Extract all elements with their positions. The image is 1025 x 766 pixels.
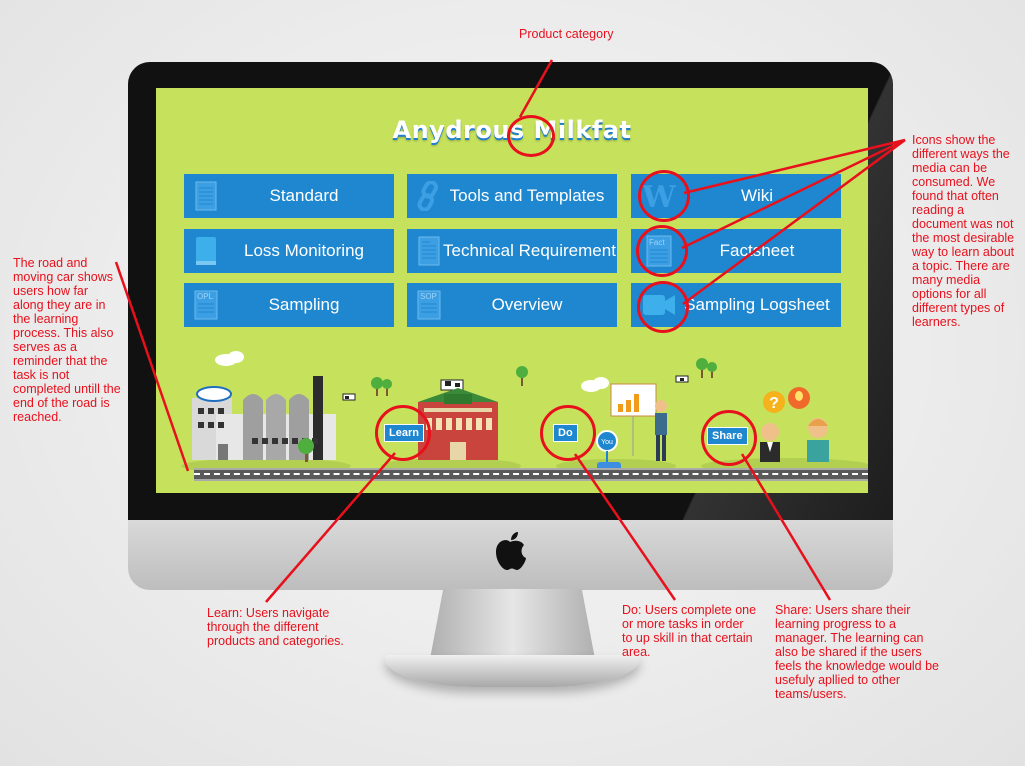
- annotation-line: Share: Users share their: [775, 603, 911, 617]
- annotation-line: end of the road is: [13, 396, 110, 410]
- annotation-line: Learn: Users navigate: [207, 606, 330, 620]
- document-lines-icon: [415, 233, 443, 269]
- annotation-line: Do: Users complete one: [622, 603, 757, 617]
- annotation-line: the learning: [13, 312, 79, 326]
- tile-sampling[interactable]: OPL Sampling: [184, 283, 394, 327]
- annotation-line: through the different: [207, 620, 319, 634]
- presenter-chart-icon: You: [596, 383, 667, 462]
- tile-label: Standard: [269, 186, 339, 205]
- annotation-line: way to learn about: [912, 245, 1015, 259]
- annotation-line: feels the knowledge would be: [775, 659, 940, 673]
- annotation-line: media can be: [912, 161, 988, 175]
- annotation-line: also be shared if the users: [775, 645, 922, 659]
- annotation-circle-learn: [375, 405, 431, 461]
- annotation-line: The road and: [13, 256, 88, 270]
- annotation-line: products and categories.: [207, 634, 344, 648]
- annotation-line: found that often: [912, 189, 999, 203]
- apple-logo-icon: [496, 532, 526, 570]
- sop-document-icon: SOP: [415, 287, 443, 323]
- annotation-line: different ways the: [912, 147, 1010, 161]
- tile-label: Tools and Templates: [449, 186, 605, 205]
- annotation-line: or more tasks in order: [622, 617, 744, 631]
- book-icon: [192, 233, 220, 269]
- annotation-circle-video-icon: [637, 281, 689, 333]
- tile-label: Sampling: [268, 295, 340, 314]
- svg-text:?: ?: [769, 395, 779, 412]
- tile-technical-requirement[interactable]: Technical Requirement: [407, 229, 617, 273]
- annotation-line: document was not: [912, 217, 1014, 231]
- tile-label: Overview: [491, 295, 563, 314]
- annotation-line: teams/users.: [775, 687, 847, 701]
- link-icon: [415, 178, 443, 214]
- annotation-line: reminder that the: [13, 354, 108, 368]
- annotation-line: the most desirable: [912, 231, 1015, 245]
- annotation-line: serves as a: [13, 340, 77, 354]
- annotation-circle-factsheet-icon: [636, 225, 688, 277]
- svg-text:You: You: [601, 439, 613, 446]
- annotation-line: moving car shows: [13, 270, 114, 284]
- annotation-line: consumed. We: [912, 175, 996, 189]
- cloud-icon: [215, 351, 609, 392]
- learning-progress-road: [194, 468, 868, 481]
- annotation-line: learners.: [912, 315, 961, 329]
- annotation-circle-wiki-icon: [638, 170, 690, 222]
- cow-icon: [342, 375, 689, 401]
- tile-label: Sampling Logsheet: [684, 295, 830, 314]
- tile-label: Loss Monitoring: [243, 241, 364, 260]
- annotation-line: users how far: [13, 284, 89, 298]
- monitor-chin: [128, 520, 893, 590]
- annotation-product-category: Product category: [519, 27, 614, 41]
- annotation-line: task is not: [13, 368, 70, 382]
- annotation-line: options for all: [912, 287, 987, 301]
- annotation-line: usefuly apllied to other: [775, 673, 901, 687]
- annotation-line: to up skill in that certain: [622, 631, 753, 645]
- annotation-line: manager. The learning can: [775, 631, 924, 645]
- people-share-icon: ?: [760, 387, 829, 462]
- tree-icon: [298, 358, 717, 462]
- annotation-line: area.: [622, 645, 651, 659]
- tile-label: Wiki: [740, 186, 774, 205]
- opl-document-icon: OPL: [192, 287, 220, 323]
- annotation-line: a topic. There are: [912, 259, 1010, 273]
- document-icon: [192, 178, 220, 214]
- tile-loss-monitoring[interactable]: Loss Monitoring: [184, 229, 394, 273]
- factory-icon: [192, 376, 336, 460]
- svg-text:OPL: OPL: [197, 292, 214, 301]
- annotation-line: Icons show the: [912, 133, 996, 147]
- annotation-circle-title: [507, 115, 555, 157]
- annotation-line: process. This also: [13, 326, 114, 340]
- annotation-line: reading a: [912, 203, 965, 217]
- annotation-circle-do: [540, 405, 596, 461]
- tile-label: Technical Requirement: [443, 241, 616, 260]
- annotation-line: completed untill the: [13, 382, 121, 396]
- annotation-line: reached.: [13, 410, 62, 424]
- svg-text:SOP: SOP: [420, 292, 437, 301]
- monitor-stand-foot: [385, 655, 640, 687]
- tile-standard[interactable]: Standard: [184, 174, 394, 218]
- annotation-line: many media: [912, 273, 981, 287]
- annotation-circle-share: [701, 410, 757, 466]
- tile-tools-and-templates[interactable]: Tools and Templates: [407, 174, 617, 218]
- annotation-line: along they are in: [13, 298, 106, 312]
- university-building-icon: [418, 388, 498, 460]
- monitor-stand-neck: [430, 589, 595, 659]
- annotation-line: learning progress to a: [775, 617, 896, 631]
- tile-overview[interactable]: SOP Overview: [407, 283, 617, 327]
- annotation-line: different types of: [912, 301, 1005, 315]
